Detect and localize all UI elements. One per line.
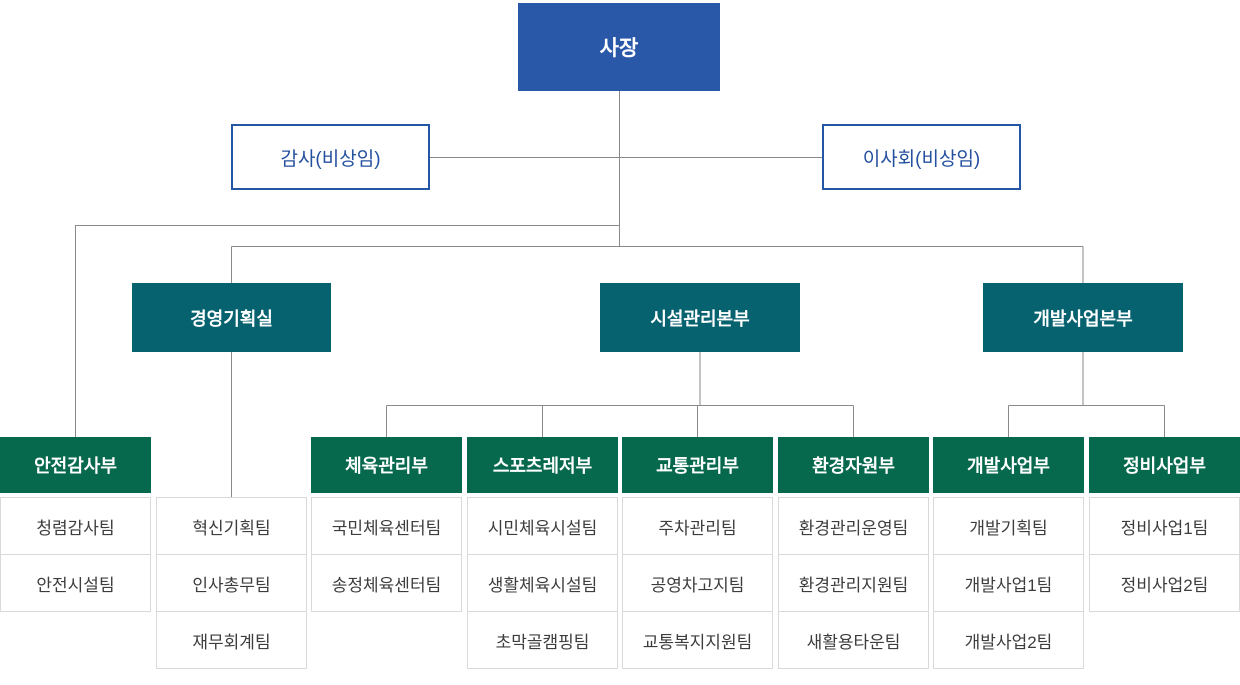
department-box-safety-audit: 안전감사부 bbox=[0, 437, 151, 493]
team-cell: 환경관리지원팀 bbox=[778, 554, 929, 612]
team-cell: 시민체육시설팀 bbox=[467, 497, 618, 555]
division-box-facility: 시설관리본부 bbox=[600, 283, 800, 352]
president-box: 사장 bbox=[518, 3, 720, 91]
team-cell: 혁신기획팀 bbox=[156, 497, 307, 555]
department-box-sports-mgmt: 체육관리부 bbox=[311, 437, 462, 493]
team-cell: 생활체육시설팀 bbox=[467, 554, 618, 612]
team-cell: 개발사업1팀 bbox=[933, 554, 1084, 612]
auditor-box: 감사(비상임) bbox=[231, 124, 430, 190]
team-cell: 개발기획팀 bbox=[933, 497, 1084, 555]
division-box-planning: 경영기획실 bbox=[132, 283, 331, 352]
team-cell: 주차관리팀 bbox=[622, 497, 773, 555]
team-cell: 인사총무팀 bbox=[156, 554, 307, 612]
team-cell: 정비사업2팀 bbox=[1089, 554, 1240, 612]
department-box-env-resources: 환경자원부 bbox=[778, 437, 929, 493]
team-cell: 교통복지지원팀 bbox=[622, 611, 773, 669]
team-cell: 재무회계팀 bbox=[156, 611, 307, 669]
team-cell: 안전시설팀 bbox=[0, 554, 151, 612]
board-box: 이사회(비상임) bbox=[822, 124, 1021, 190]
team-cell: 국민체육센터팀 bbox=[311, 497, 462, 555]
department-box-traffic-mgmt: 교통관리부 bbox=[622, 437, 773, 493]
division-box-development: 개발사업본부 bbox=[983, 283, 1183, 352]
department-box-maint-business: 정비사업부 bbox=[1089, 437, 1240, 493]
team-cell: 청렴감사팀 bbox=[0, 497, 151, 555]
team-cell: 정비사업1팀 bbox=[1089, 497, 1240, 555]
team-cell: 송정체육센터팀 bbox=[311, 554, 462, 612]
team-cell: 개발사업2팀 bbox=[933, 611, 1084, 669]
department-box-dev-business: 개발사업부 bbox=[933, 437, 1084, 493]
department-box-sports-leisure: 스포츠레저부 bbox=[467, 437, 618, 493]
team-cell: 환경관리운영팀 bbox=[778, 497, 929, 555]
team-cell: 새활용타운팀 bbox=[778, 611, 929, 669]
team-cell: 초막골캠핑팀 bbox=[467, 611, 618, 669]
team-cell: 공영차고지팀 bbox=[622, 554, 773, 612]
